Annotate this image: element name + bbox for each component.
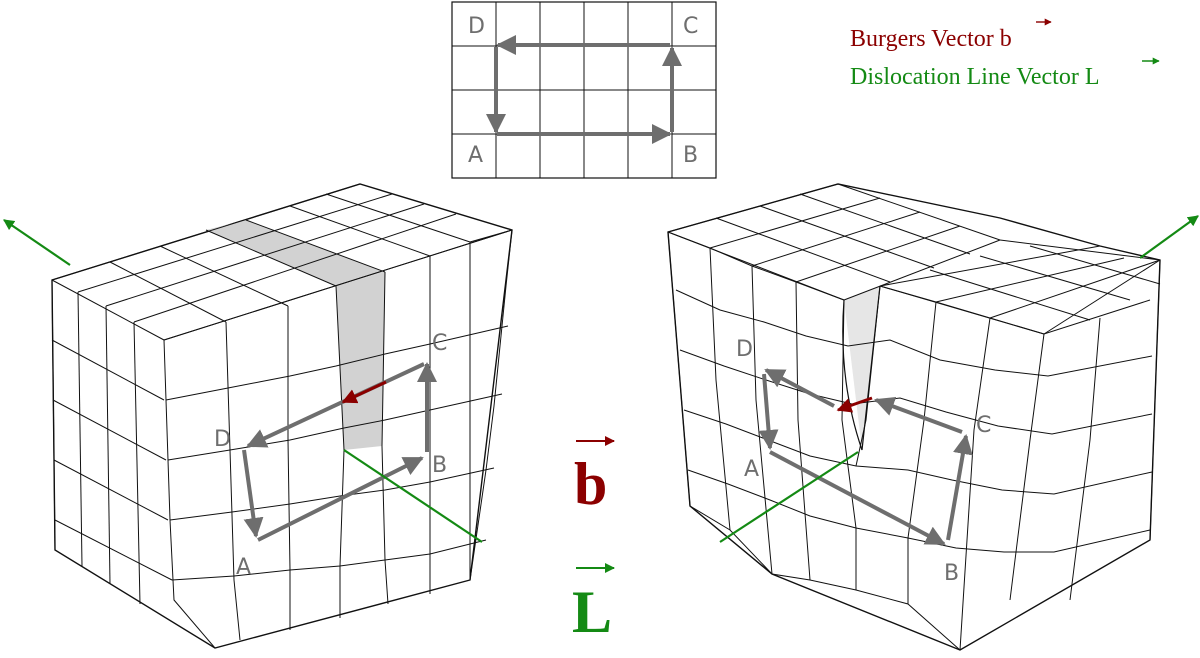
burgers-symbol: b [574, 451, 607, 517]
screw-label-a: A [744, 457, 759, 482]
screw-dislocation-block: A B C D [667, 183, 1199, 651]
circuit-ab [769, 450, 946, 546]
screw-burgers-vector [836, 396, 873, 413]
edge-burgers-circuit [242, 362, 437, 542]
edge-label-d: D [214, 427, 231, 452]
screw-label-b: B [944, 561, 959, 586]
edge-label-b: B [432, 453, 447, 478]
edge-label-a: A [236, 555, 251, 580]
screw-dislocation-line-in [719, 451, 859, 543]
screw-label-c: C [976, 413, 991, 438]
screw-burgers-circuit [758, 368, 973, 546]
screw-crack-right [861, 285, 881, 451]
screw-label-d: D [736, 337, 753, 362]
legend-dislocation-line-vector: Dislocation Line Vector L [850, 64, 1100, 90]
edge-label-c: C [432, 331, 447, 356]
circuit-bc [946, 434, 973, 541]
circuit-dstart [764, 368, 835, 408]
circuit-da [758, 373, 779, 450]
legend-burgers-vector: Burgers Vector b [850, 26, 1012, 52]
edge-grid-lines [51, 183, 513, 649]
circuit-cd [246, 362, 425, 448]
line-symbol: L [572, 579, 612, 645]
screw-crack-left [842, 299, 863, 451]
edge-dislocation-block: A B C D [3, 183, 513, 649]
legend: Burgers Vector b Dislocation Line Vector… [850, 18, 1160, 90]
extra-half-plane-top [206, 220, 385, 286]
perfect-label-c: C [683, 14, 698, 39]
extra-half-plane-front [336, 272, 385, 450]
screw-dislocation-line-out [1139, 215, 1199, 259]
circuit-cd [874, 396, 963, 434]
edge-burgers-vector [341, 380, 387, 404]
perfect-burgers-circuit [486, 35, 682, 144]
circuit-ab [257, 456, 424, 542]
perfect-label-a: A [468, 143, 483, 168]
circuit-da [242, 449, 264, 538]
edge-dislocation-line-out [3, 219, 71, 266]
screw-step-face [844, 286, 880, 450]
edge-dislocation-line-in [343, 449, 483, 543]
perfect-label-b: B [683, 143, 698, 168]
vector-symbols: b L [572, 436, 615, 645]
perfect-label-d: D [468, 14, 485, 39]
perfect-grid: A B C D [451, 1, 717, 179]
